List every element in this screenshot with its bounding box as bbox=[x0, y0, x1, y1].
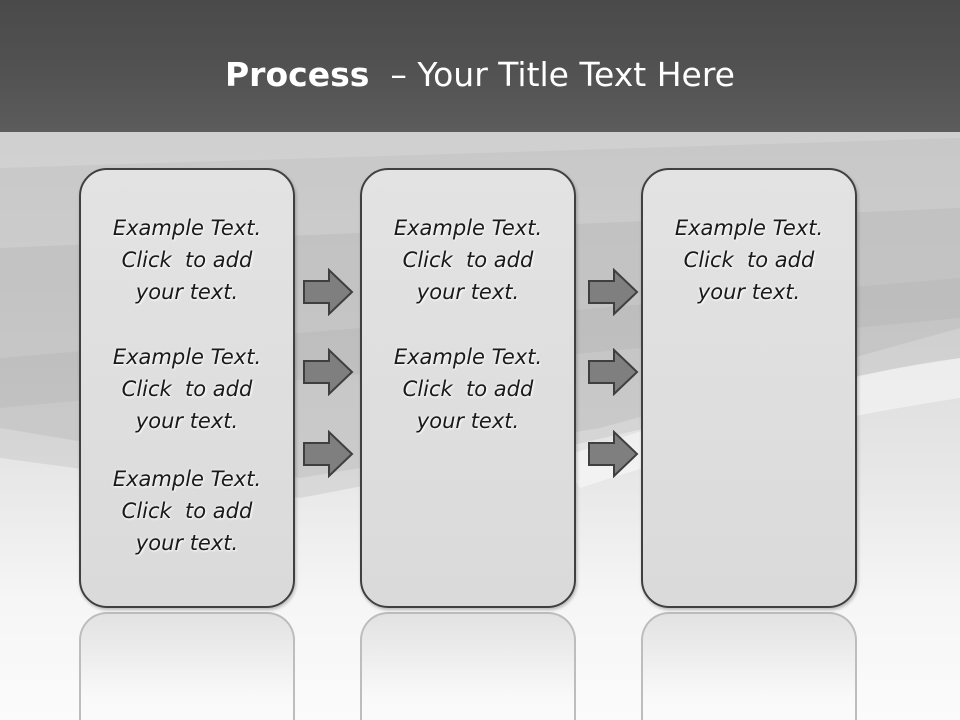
title-rest-part: – Your Title Text Here bbox=[369, 55, 735, 94]
text-placeholder[interactable]: Example Text. Click to add your text. bbox=[362, 212, 574, 308]
text-line: Click to add bbox=[121, 248, 253, 272]
text-line: Click to add bbox=[683, 248, 815, 272]
right-arrow-icon[interactable] bbox=[302, 430, 354, 478]
text-line: your text. bbox=[135, 280, 239, 304]
text-line: Example Text. bbox=[393, 216, 543, 240]
header-band bbox=[0, 0, 960, 132]
text-line: Example Text. bbox=[112, 467, 262, 491]
text-line: your text. bbox=[135, 531, 239, 555]
slide-title[interactable]: Process – Your Title Text Here bbox=[0, 52, 960, 98]
text-line: your text. bbox=[697, 280, 801, 304]
title-bold-part: Process bbox=[225, 55, 370, 94]
process-panel-3[interactable]: Example Text. Click to add your text. bbox=[641, 168, 857, 608]
text-line: your text. bbox=[416, 409, 520, 433]
text-placeholder[interactable]: Example Text. Click to add your text. bbox=[81, 463, 293, 559]
right-arrow-icon[interactable] bbox=[587, 268, 639, 316]
right-arrow-icon[interactable] bbox=[302, 268, 354, 316]
text-placeholder[interactable]: Example Text. Click to add your text. bbox=[643, 212, 855, 308]
text-placeholder[interactable]: Example Text. Click to add your text. bbox=[81, 341, 293, 437]
text-line: Click to add bbox=[402, 377, 534, 401]
process-panel-2[interactable]: Example Text. Click to add your text. Ex… bbox=[360, 168, 576, 608]
text-line: Click to add bbox=[121, 499, 253, 523]
text-line: Click to add bbox=[402, 248, 534, 272]
text-line: Example Text. bbox=[112, 345, 262, 369]
text-line: Click to add bbox=[121, 377, 253, 401]
panel-reflection-3 bbox=[641, 612, 857, 720]
right-arrow-icon[interactable] bbox=[302, 348, 354, 396]
text-line: Example Text. bbox=[393, 345, 543, 369]
text-placeholder[interactable]: Example Text. Click to add your text. bbox=[81, 212, 293, 308]
text-placeholder[interactable]: Example Text. Click to add your text. bbox=[362, 341, 574, 437]
panel-reflection-2 bbox=[360, 612, 576, 720]
text-line: Example Text. bbox=[674, 216, 824, 240]
panel-reflection-1 bbox=[79, 612, 295, 720]
text-line: Example Text. bbox=[112, 216, 262, 240]
process-panel-1[interactable]: Example Text. Click to add your text. Ex… bbox=[79, 168, 295, 608]
right-arrow-icon[interactable] bbox=[587, 430, 639, 478]
right-arrow-icon[interactable] bbox=[587, 348, 639, 396]
text-line: your text. bbox=[135, 409, 239, 433]
text-line: your text. bbox=[416, 280, 520, 304]
